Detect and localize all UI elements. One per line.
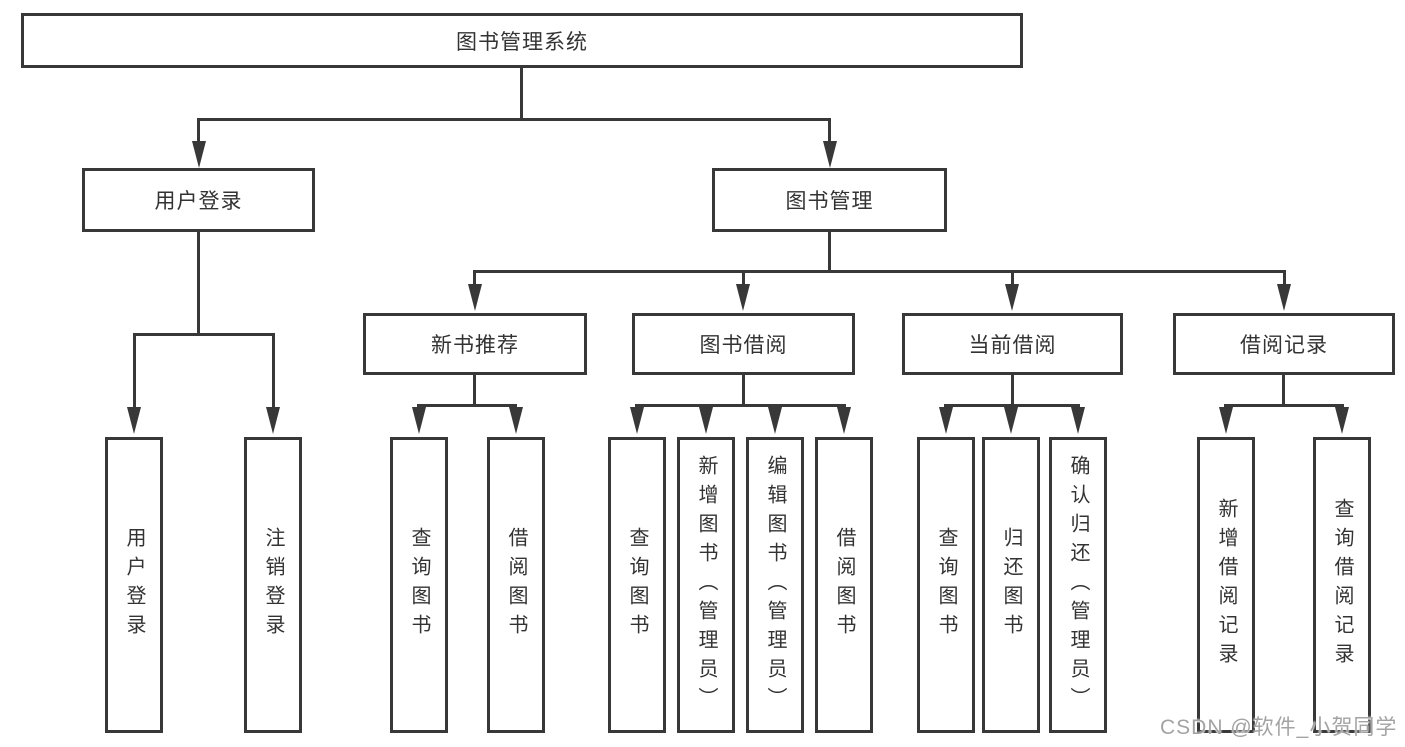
node-new-book-recommendation: 新书推荐 bbox=[363, 313, 587, 375]
arrowhead-br-query-icon bbox=[1335, 407, 1349, 434]
connector-user-login-rail bbox=[133, 333, 275, 336]
connector-current-borrow-drop bbox=[1011, 270, 1014, 285]
arrowhead-bb-add-icon bbox=[699, 407, 713, 434]
connector-current-borrow-stem bbox=[1011, 375, 1014, 406]
leaf-add-book-admin: 新增图书（管理员） bbox=[677, 437, 735, 733]
node-label: 图书借阅 bbox=[699, 334, 788, 357]
connector-level2-rail bbox=[473, 270, 1286, 273]
node-book-management: 图书管理 bbox=[712, 168, 947, 232]
leaf-label: 查询借阅记录 bbox=[1331, 498, 1353, 672]
leaf-label: 新增图书（管理员） bbox=[695, 454, 717, 716]
connector-book-borrow-stem bbox=[742, 375, 745, 406]
arrowhead-cb-query-icon bbox=[939, 407, 953, 434]
connector-new-books-rail bbox=[417, 404, 517, 407]
arrowhead-bb-query-icon bbox=[630, 407, 644, 434]
arrowhead-bb-edit-icon bbox=[768, 407, 782, 434]
node-user-login: 用户登录 bbox=[82, 168, 315, 232]
connector-leaf-logout-drop bbox=[272, 333, 275, 407]
leaf-borrow-books-borrowing: 借阅图书 bbox=[815, 437, 873, 733]
leaf-label: 借阅图书 bbox=[833, 527, 855, 643]
node-label: 借阅记录 bbox=[1240, 334, 1328, 357]
leaf-label: 查询图书 bbox=[626, 527, 648, 643]
connector-leaf-login-drop bbox=[133, 333, 136, 407]
leaf-query-books-current: 查询图书 bbox=[917, 437, 975, 733]
node-label: 图书管理系统 bbox=[456, 30, 588, 54]
node-book-borrowing: 图书借阅 bbox=[632, 313, 855, 375]
arrowhead-book-borrow-icon bbox=[736, 284, 750, 311]
leaf-label: 新增借阅记录 bbox=[1215, 498, 1237, 672]
leaf-query-borrow-record: 查询借阅记录 bbox=[1313, 437, 1371, 733]
connector-user-login-drop bbox=[197, 118, 200, 142]
arrowhead-nb-query-icon bbox=[412, 407, 426, 434]
connector-book-mgmt-drop bbox=[828, 118, 831, 142]
arrowhead-new-books-icon bbox=[468, 284, 482, 311]
arrowhead-cb-confirm-icon bbox=[1071, 407, 1085, 434]
arrowhead-borrow-records-icon bbox=[1277, 284, 1291, 311]
watermark-csdn: CSDN @软件_小贺同学 bbox=[1160, 716, 1398, 739]
connector-new-books-stem bbox=[473, 375, 476, 406]
leaf-user-login: 用户登录 bbox=[105, 437, 163, 733]
leaf-logout: 注销登录 bbox=[244, 437, 302, 733]
leaf-add-borrow-record: 新增借阅记录 bbox=[1197, 437, 1255, 733]
connector-book-mgmt-stem bbox=[828, 232, 831, 272]
node-current-borrowing: 当前借阅 bbox=[902, 313, 1123, 375]
leaf-label: 借阅图书 bbox=[505, 527, 527, 643]
leaf-label: 用户登录 bbox=[123, 527, 145, 643]
node-label: 新书推荐 bbox=[431, 334, 519, 357]
connector-borrow-records-rail bbox=[1224, 404, 1344, 407]
arrowhead-book-mgmt-icon bbox=[823, 141, 837, 168]
leaf-query-books-borrowing: 查询图书 bbox=[608, 437, 666, 733]
node-label: 用户登录 bbox=[154, 190, 243, 213]
node-library-management-system: 图书管理系统 bbox=[21, 13, 1023, 68]
node-label: 当前借阅 bbox=[968, 334, 1057, 357]
leaf-borrow-books-recommend: 借阅图书 bbox=[487, 437, 545, 733]
leaf-edit-book-admin: 编辑图书（管理员） bbox=[746, 437, 804, 733]
leaf-label: 查询图书 bbox=[408, 527, 430, 643]
arrowhead-leaf-login-icon bbox=[127, 407, 141, 434]
connector-level1-rail bbox=[197, 118, 831, 121]
leaf-confirm-return-admin: 确认归还（管理员） bbox=[1049, 437, 1107, 733]
leaf-return-books: 归还图书 bbox=[982, 437, 1040, 733]
connector-root-stem bbox=[520, 68, 523, 120]
node-label: 图书管理 bbox=[785, 190, 874, 213]
node-borrowing-records: 借阅记录 bbox=[1173, 313, 1395, 375]
leaf-label: 归还图书 bbox=[1000, 527, 1022, 643]
connector-book-borrow-rail bbox=[635, 404, 846, 407]
connector-borrow-records-drop bbox=[1283, 270, 1286, 285]
leaf-label: 确认归还（管理员） bbox=[1067, 454, 1089, 716]
connector-borrow-records-stem bbox=[1282, 375, 1285, 406]
arrowhead-user-login-icon bbox=[192, 141, 206, 168]
leaf-label: 查询图书 bbox=[935, 527, 957, 643]
connector-new-books-drop bbox=[473, 270, 476, 285]
arrowhead-br-add-icon bbox=[1219, 407, 1233, 434]
connector-current-borrow-rail bbox=[944, 404, 1080, 407]
arrowhead-current-borrow-icon bbox=[1005, 284, 1019, 311]
leaf-label: 编辑图书（管理员） bbox=[764, 454, 786, 716]
arrowhead-cb-return-icon bbox=[1004, 407, 1018, 434]
connector-user-login-stem bbox=[197, 232, 200, 333]
leaf-label: 注销登录 bbox=[262, 527, 284, 643]
arrowhead-nb-borrow-icon bbox=[509, 407, 523, 434]
arrowhead-bb-borrow-icon bbox=[837, 407, 851, 434]
leaf-query-books-recommend: 查询图书 bbox=[390, 437, 448, 733]
connector-book-borrow-drop bbox=[742, 270, 745, 285]
arrowhead-leaf-logout-icon bbox=[266, 407, 280, 434]
